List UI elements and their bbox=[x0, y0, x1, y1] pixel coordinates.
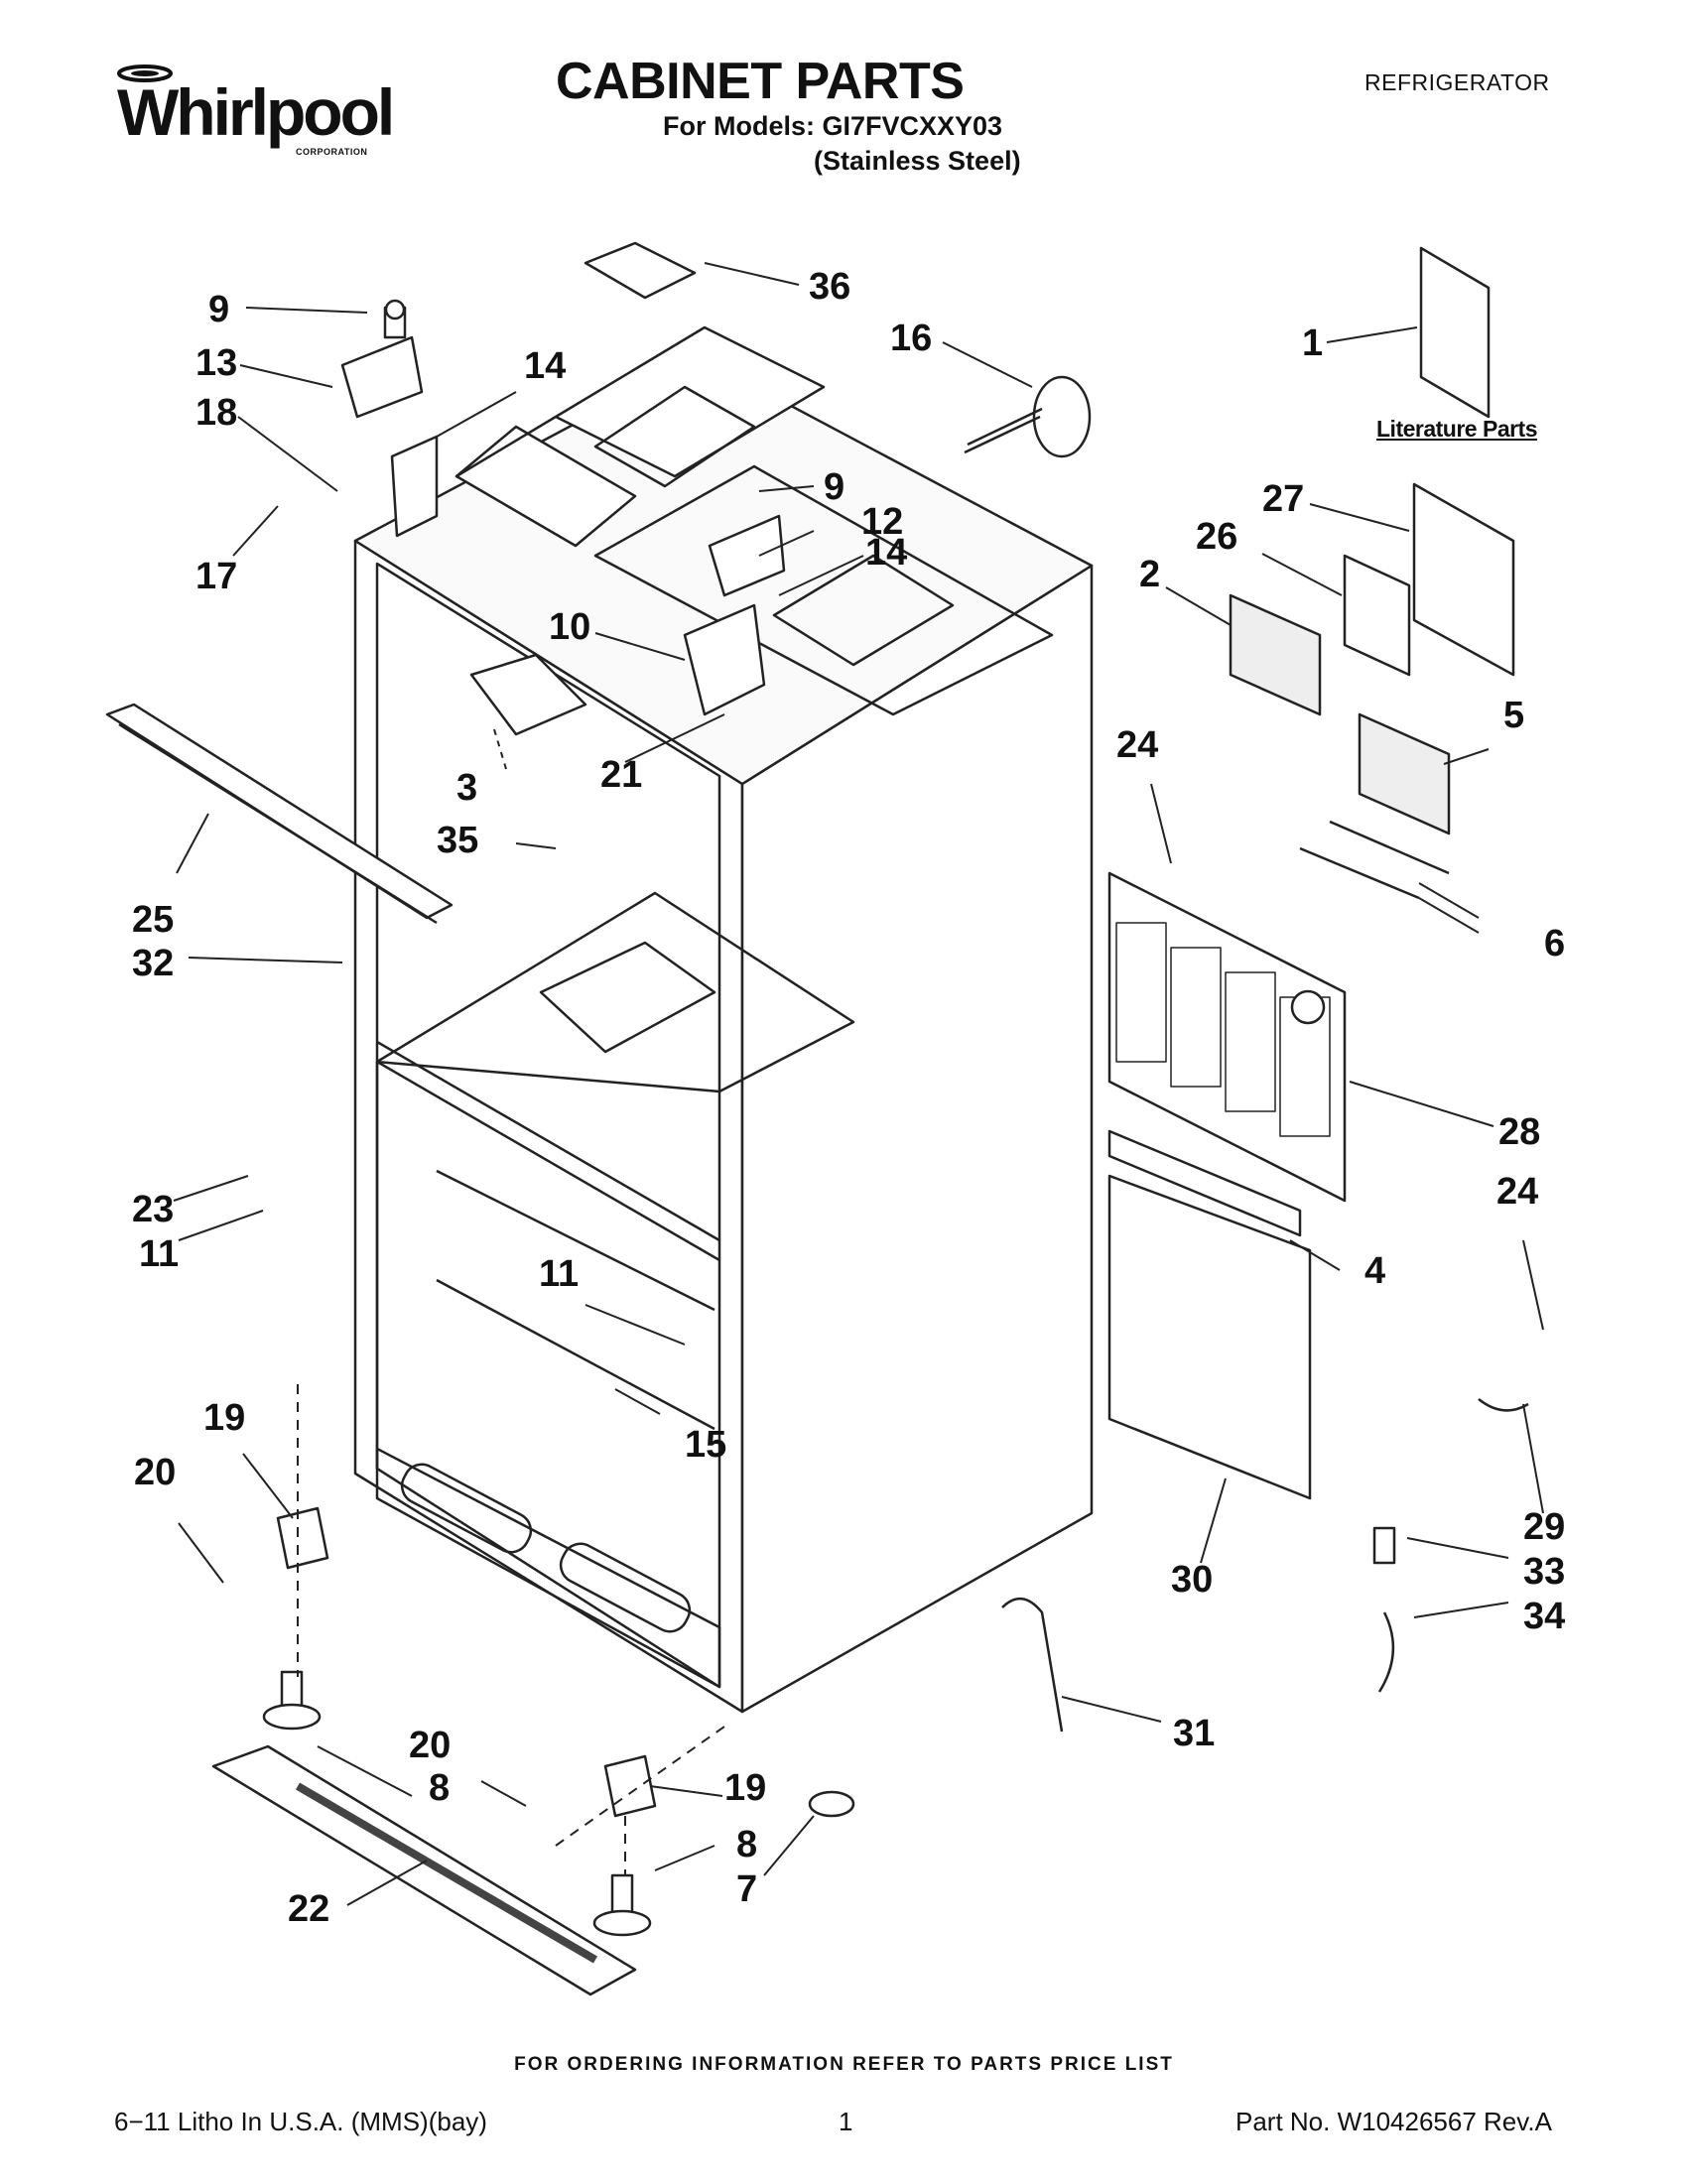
page-number: 1 bbox=[839, 2107, 853, 2136]
whirlpool-logo: Whirlpool CORPORATION bbox=[111, 62, 395, 161]
top-hinge-right bbox=[683, 514, 786, 716]
logo-swoosh-icon bbox=[117, 64, 173, 82]
callout-4: 4 bbox=[1364, 1250, 1386, 1292]
callout-31: 31 bbox=[1173, 1713, 1216, 1754]
callout-11-center: 11 bbox=[539, 1253, 580, 1295]
callout-12: 12 bbox=[861, 501, 904, 543]
callout-9-center: 9 bbox=[824, 466, 845, 508]
callout-16: 16 bbox=[890, 318, 933, 359]
litho-info: 6−11 Litho In U.S.A. (MMS)(bay) bbox=[114, 2107, 487, 2136]
callout-27: 27 bbox=[1262, 478, 1305, 520]
callout-5: 5 bbox=[1503, 695, 1525, 736]
callout-1: 1 bbox=[1302, 322, 1324, 364]
top-housing bbox=[454, 325, 1054, 716]
callout-14: 14 bbox=[524, 345, 567, 387]
callout-11: 11 bbox=[139, 1233, 180, 1275]
callout-20-lower: 20 bbox=[409, 1725, 452, 1766]
literature-parts-label: Literature Parts bbox=[1376, 416, 1538, 442]
callout-7: 7 bbox=[736, 1868, 758, 1910]
callout-35: 35 bbox=[437, 820, 479, 861]
callout-6: 6 bbox=[1544, 923, 1566, 964]
callout-24-right: 24 bbox=[1496, 1171, 1539, 1213]
callout-36: 36 bbox=[809, 266, 851, 308]
callout-9: 9 bbox=[208, 289, 230, 330]
callout-21: 21 bbox=[600, 754, 643, 796]
callout-13: 13 bbox=[195, 342, 238, 384]
callout-23: 23 bbox=[132, 1189, 175, 1230]
callout-34: 34 bbox=[1523, 1596, 1566, 1637]
callout-19-lower: 19 bbox=[724, 1767, 767, 1809]
callout-18: 18 bbox=[195, 392, 238, 434]
category-label: REFRIGERATOR bbox=[1364, 69, 1550, 95]
part-number: Part No. W10426567 Rev.A bbox=[1235, 2107, 1552, 2136]
model-line: For Models: GI7FVCXXY03 bbox=[663, 111, 1003, 141]
lower-hinge-left bbox=[262, 1506, 329, 1731]
top-hinge-left bbox=[340, 299, 439, 538]
callout-32: 32 bbox=[132, 943, 175, 984]
logo-wordmark: Whirlpool bbox=[117, 75, 395, 149]
callout-14-center: 14 bbox=[865, 532, 908, 574]
callout-2: 2 bbox=[1139, 554, 1161, 595]
callout-22: 22 bbox=[288, 1888, 330, 1930]
ordering-note: FOR ORDERING INFORMATION REFER TO PARTS … bbox=[514, 2054, 1174, 2075]
callout-10: 10 bbox=[549, 606, 591, 648]
callout-3: 3 bbox=[456, 767, 478, 809]
callout-24: 24 bbox=[1116, 724, 1159, 766]
callout-8-right: 8 bbox=[736, 1824, 758, 1865]
callout-15: 15 bbox=[685, 1424, 727, 1466]
page-title: CABINET PARTS bbox=[556, 53, 965, 110]
finish-line: (Stainless Steel) bbox=[814, 146, 1021, 176]
callout-19: 19 bbox=[203, 1397, 246, 1439]
logo-subtitle: CORPORATION bbox=[296, 147, 368, 157]
callout-25: 25 bbox=[132, 899, 175, 941]
callout-28: 28 bbox=[1498, 1111, 1541, 1153]
callout-29: 29 bbox=[1523, 1506, 1566, 1548]
callout-26: 26 bbox=[1196, 516, 1238, 558]
callout-8: 8 bbox=[429, 1767, 451, 1809]
callout-20: 20 bbox=[134, 1452, 177, 1493]
callout-30: 30 bbox=[1171, 1559, 1214, 1601]
callout-17: 17 bbox=[195, 556, 238, 597]
callout-33: 33 bbox=[1523, 1551, 1566, 1593]
